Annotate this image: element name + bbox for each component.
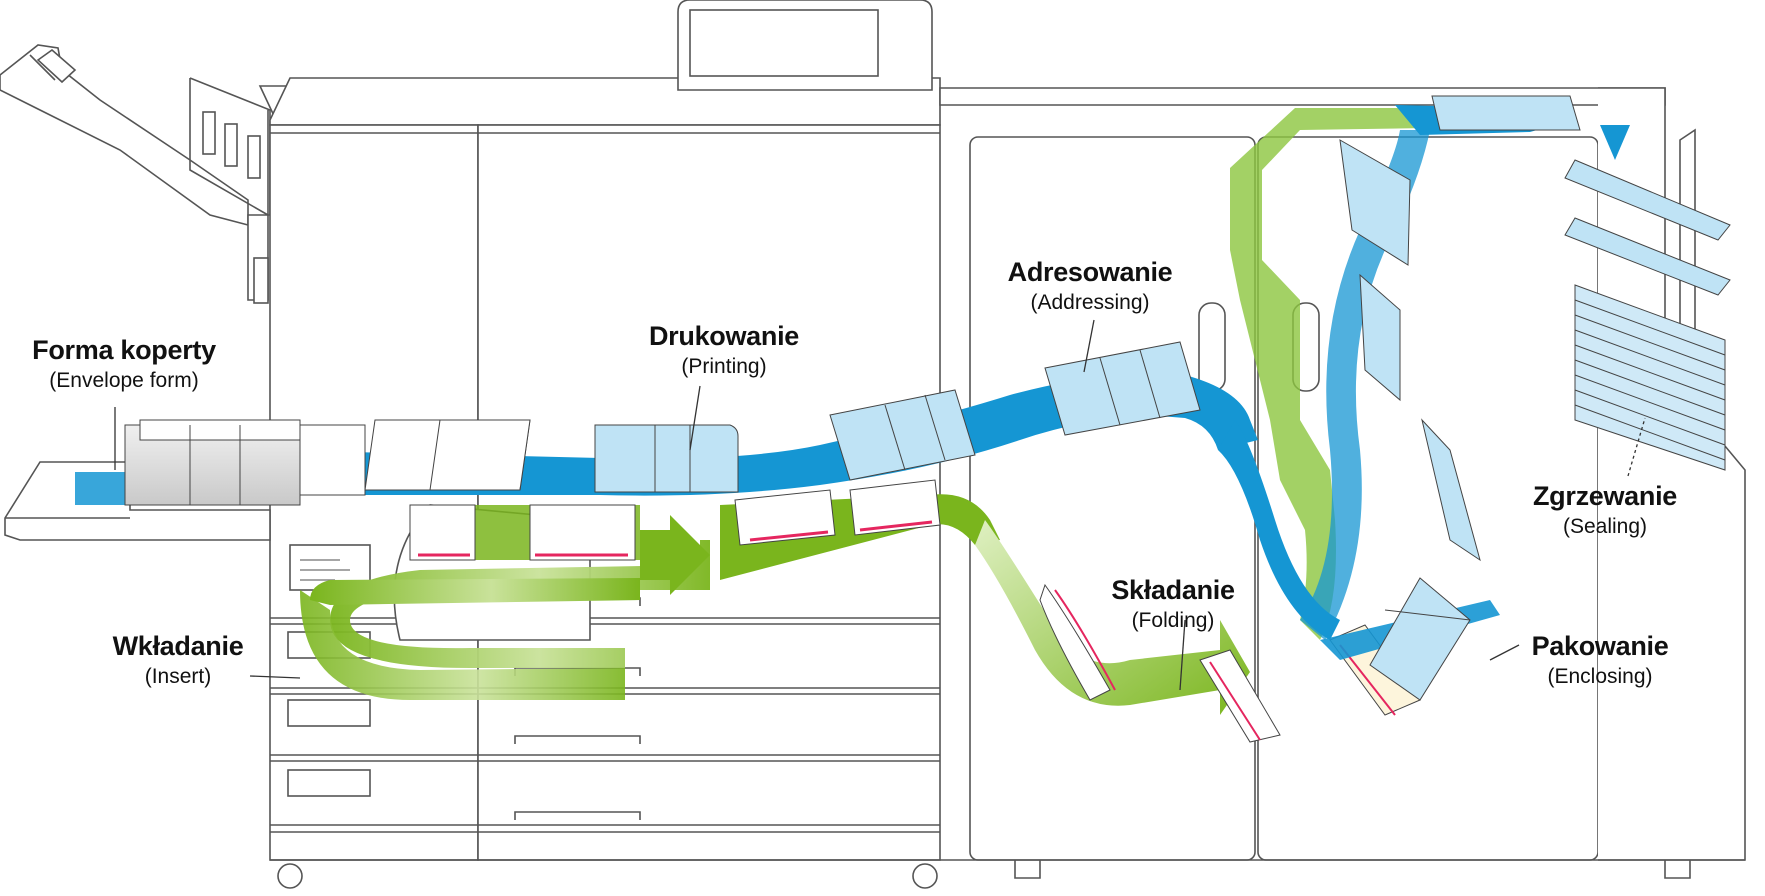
label-printing-pl: Drukowanie (648, 321, 800, 351)
label-folding-en: (Folding) (1131, 609, 1215, 632)
label-folding-pl: Składanie (1111, 575, 1235, 605)
label-enclosing: Pakowanie (Enclosing) (1532, 630, 1669, 692)
label-addressing: Adresowanie (Addressing) (1008, 256, 1173, 318)
label-addressing-en: (Addressing) (1030, 291, 1150, 314)
input-tray (4, 461, 271, 541)
label-envelope-form-en: (Envelope form) (49, 369, 199, 392)
leader-lines (114, 319, 1646, 691)
label-enclosing-en: (Enclosing) (1547, 665, 1653, 688)
envelopes (124, 95, 1731, 701)
sealed-stack (1574, 284, 1726, 471)
label-insert-pl: Wkładanie (112, 631, 244, 661)
label-envelope-form: Forma koperty (Envelope form) (32, 334, 216, 396)
label-printing: Drukowanie (Printing) (649, 320, 799, 382)
label-addressing-pl: Adresowanie (1007, 257, 1173, 287)
stacker-tray (0, 44, 249, 227)
label-enclosing-pl: Pakowanie (1531, 631, 1669, 661)
label-sealing: Zgrzewanie (Sealing) (1533, 480, 1677, 542)
label-printing-en: (Printing) (681, 355, 767, 378)
label-folding: Składanie (Folding) (1111, 574, 1235, 636)
label-insert: Wkładanie (Insert) (113, 630, 244, 692)
label-sealing-en: (Sealing) (1562, 515, 1648, 538)
label-sealing-pl: Zgrzewanie (1532, 481, 1678, 511)
label-envelope-form-pl: Forma koperty (32, 335, 216, 365)
label-insert-en: (Insert) (144, 665, 212, 688)
printed-sheets (409, 479, 1421, 743)
